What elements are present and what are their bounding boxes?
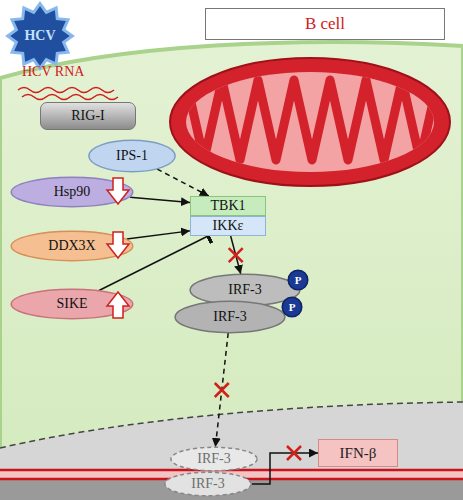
mitochondrion-cristae (186, 80, 438, 160)
star-shape (8, 4, 73, 69)
block-cross (229, 248, 243, 262)
adaptor-ellipse: IPS-1 (88, 140, 176, 172)
activation-arrow (215, 333, 228, 447)
cytoplasm (0, 42, 463, 500)
activation-arrow (127, 231, 190, 239)
block-cross (215, 383, 229, 397)
node-label: TBK1 (211, 198, 246, 213)
absent-factor: IRF-3 (164, 472, 252, 496)
protein-ellipse: DDX3X (10, 231, 134, 261)
hcv-rna-strand (18, 88, 114, 93)
protein-ellipse: SIKE (10, 289, 134, 319)
annotation-label: HCV RNA (22, 64, 84, 79)
kinase-box: IKKε (190, 216, 266, 236)
node-label: IRF-3 (228, 282, 261, 297)
node-label: IRF-3 (197, 451, 230, 466)
ellipse-shape (11, 289, 133, 318)
node-label: DDX3X (48, 238, 95, 253)
mitochondrion (170, 58, 450, 186)
node-label: P (289, 301, 296, 313)
node-label: IFN-β (340, 445, 377, 462)
ellipse-shape (282, 297, 302, 317)
phosphate-circle: P (288, 270, 308, 290)
hcv-rna-strand (22, 95, 118, 100)
cell-title-box: B cell (205, 8, 445, 40)
node-label: B cell (305, 15, 345, 34)
node-label: IRF-3 (213, 309, 246, 324)
decrease-arrow (107, 232, 129, 258)
node-label: RIG-I (71, 108, 104, 123)
node-label: SIKE (56, 296, 87, 311)
receptor-box: RIG-I (40, 102, 136, 130)
ellipse-shape (175, 301, 285, 332)
activation-arrow (252, 453, 318, 484)
ellipse-shape (11, 177, 133, 206)
node-label: IPS-1 (116, 148, 148, 163)
node-label: Hsp90 (54, 184, 91, 199)
phosphate-circle: P (282, 297, 302, 317)
block-cross (287, 446, 301, 460)
activation-arrow (157, 169, 209, 196)
ellipse-shape (11, 231, 133, 260)
node-label: IKKε (213, 218, 244, 233)
nucleus (0, 402, 463, 500)
activation-arrow (130, 197, 190, 202)
block-cross-stroke (215, 383, 229, 397)
block-cross-stroke (229, 248, 243, 262)
decrease-arrow (107, 178, 129, 204)
node-label: P (295, 274, 302, 286)
kinase-box: TBK1 (190, 196, 266, 216)
ellipse-shape (288, 270, 308, 290)
protein-ellipse: Hsp90 (10, 177, 134, 207)
ellipse-shape (171, 447, 257, 471)
ellipse-shape (165, 472, 251, 496)
virus-star: HCV (7, 3, 73, 69)
transcription-factor: IRF-3 (174, 301, 286, 333)
node-label: HCV (24, 28, 55, 43)
block-cross-stroke (287, 446, 301, 460)
absent-factor: IRF-3 (170, 447, 258, 471)
gene-box: IFN-β (318, 439, 398, 467)
ellipse-shape (89, 140, 175, 171)
node-label: IRF-3 (191, 476, 224, 491)
increase-arrow (107, 292, 129, 318)
